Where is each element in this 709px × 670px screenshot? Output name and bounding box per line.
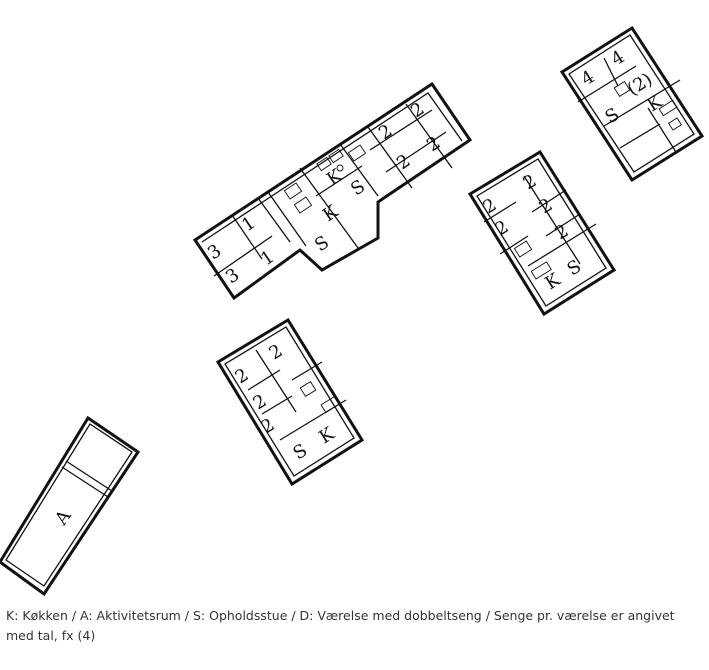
site-plan: A 3 1 3 1 K K S S 2 2 2 2: [0, 25, 705, 597]
activity-building: A: [0, 415, 141, 597]
lower-house: 2 2 2 2 S K: [215, 317, 365, 487]
middle-right-house: 2 2 2 2 2 K S: [467, 149, 617, 317]
top-right-house: 4 4 (2) S K: [559, 25, 705, 183]
long-house: 3 1 3 1 K K S S 2 2 2 2: [192, 81, 473, 301]
legend-caption: K: Køkken / A: Aktivitetsrum / S: Ophold…: [6, 608, 675, 643]
